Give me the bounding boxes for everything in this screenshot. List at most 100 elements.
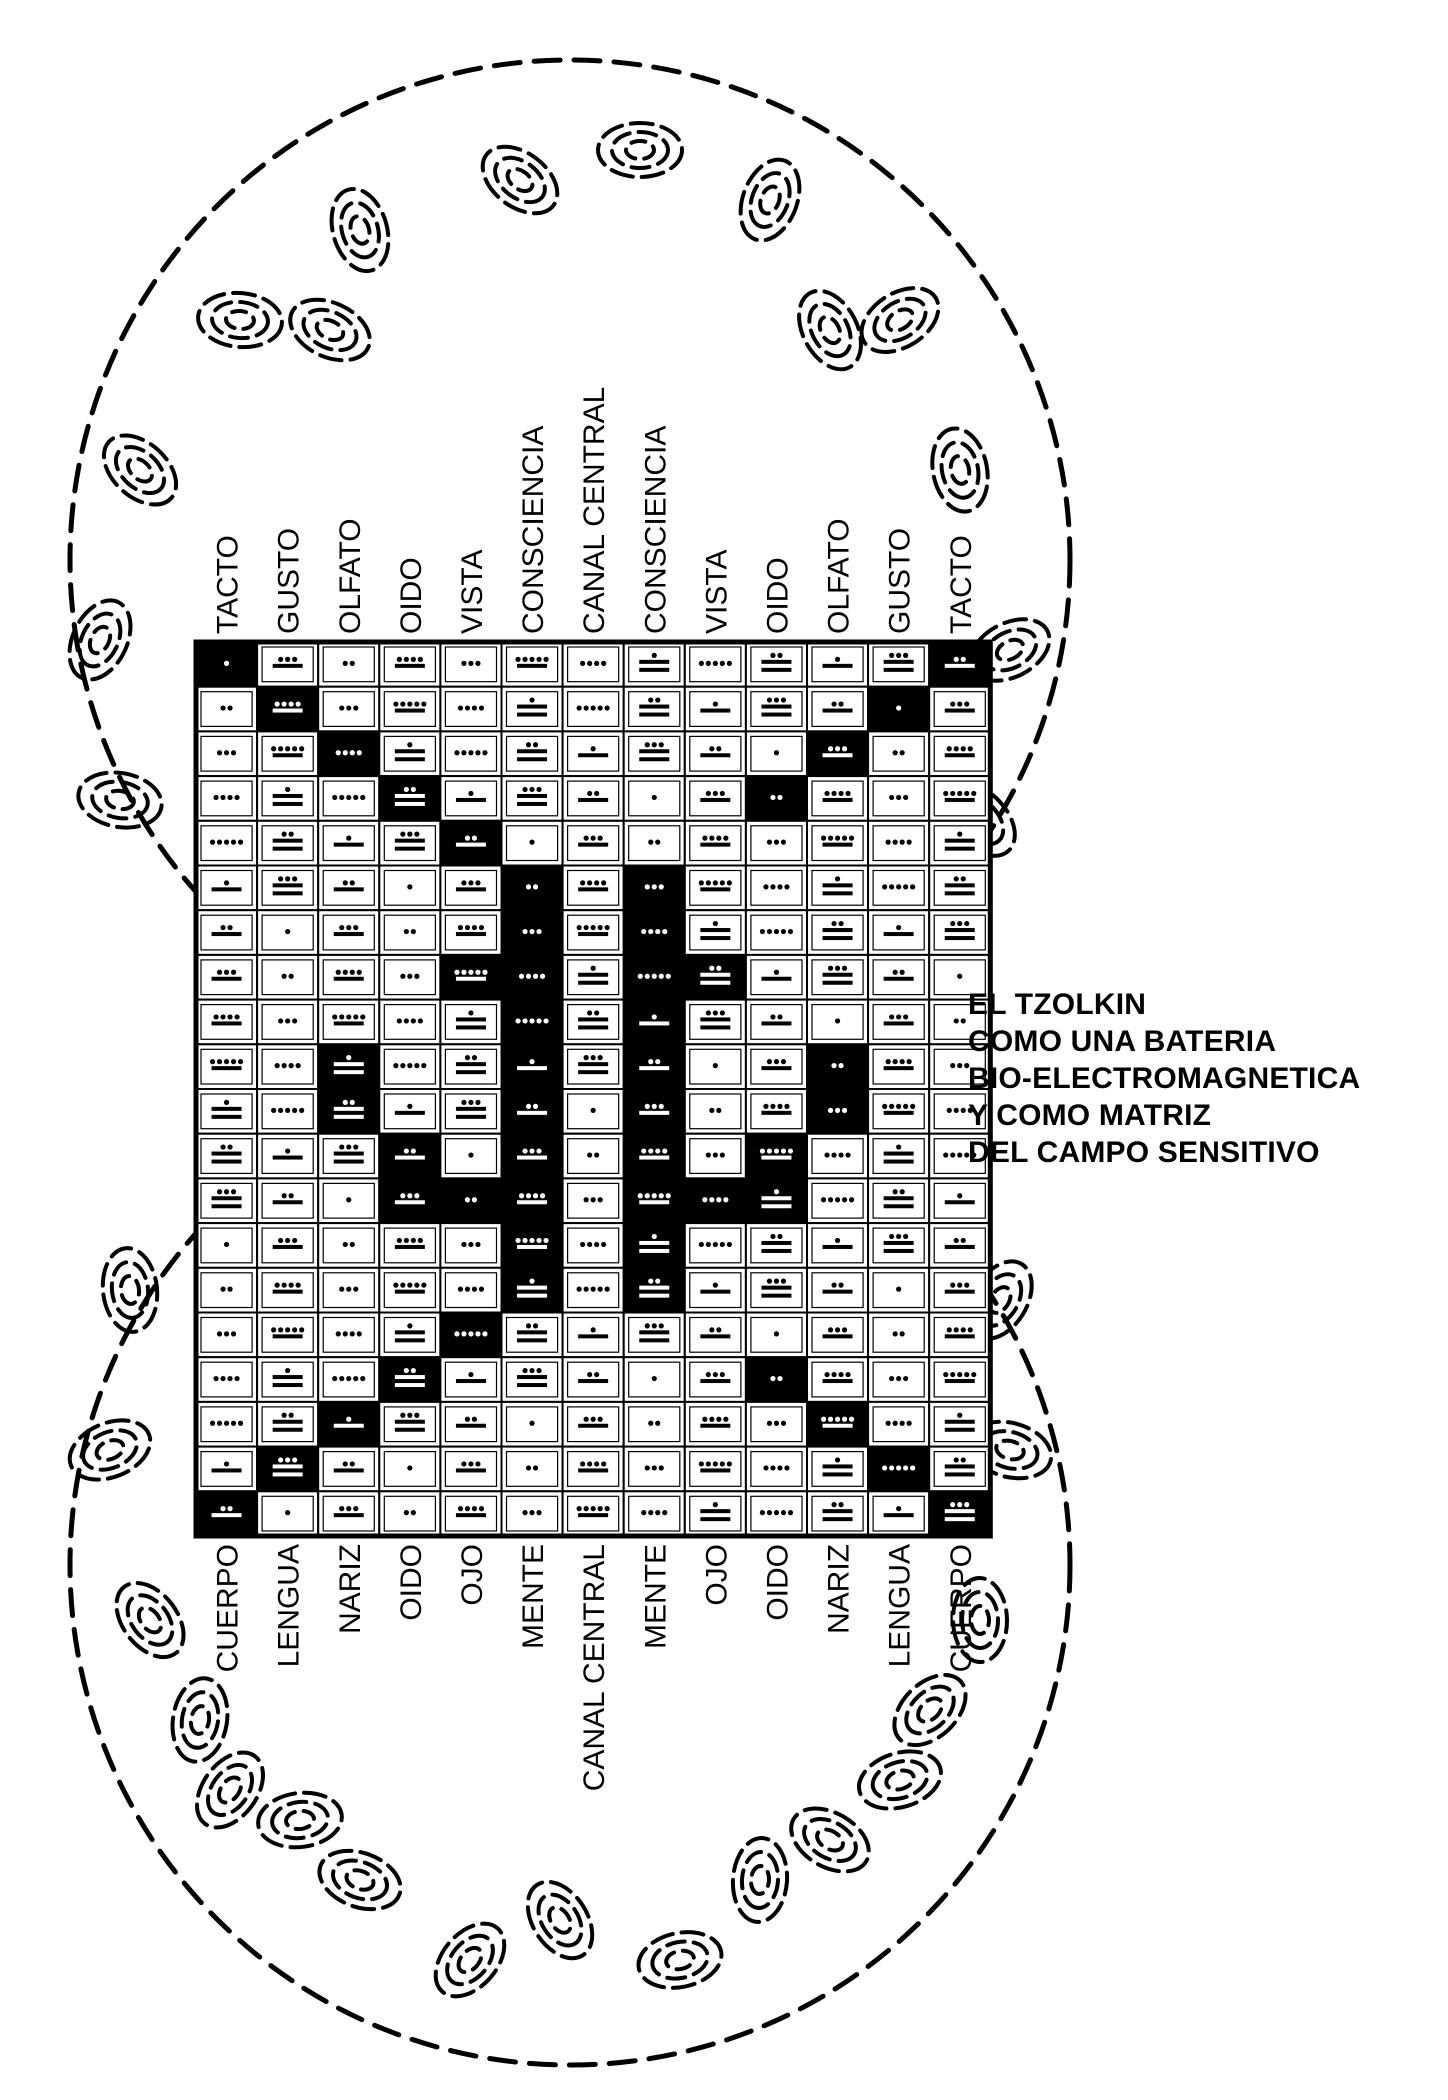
kin-cell [928,1490,992,1538]
top-label: CONSCIENCIA [517,426,550,634]
kin-cell [806,1490,870,1538]
kin-cell [256,1266,320,1314]
swirl-ornament [433,1921,507,1999]
kin-cell [378,1356,442,1403]
kin-cell [928,1132,992,1180]
kin-cell [439,1445,503,1493]
kin-cell [500,1222,564,1269]
top-label: OIDO [761,557,794,634]
kin-cell [683,730,747,778]
bottom-label: OIDO [761,1544,794,1621]
kin-cell [744,1088,809,1135]
kin-cell [500,1311,564,1359]
kin-cell [683,775,747,822]
kin-cell [439,1266,503,1314]
kin-cell [744,864,809,912]
kin-cell [378,864,442,912]
kin-cell [683,909,747,956]
kin-cell [256,819,320,867]
kin-cell [806,775,870,822]
kin-cell [317,1222,381,1269]
kin-cell [806,1088,870,1135]
kin-cell [500,953,564,1001]
kin-cell [378,1088,442,1135]
kin-cell [378,909,442,956]
kin-cell [317,1177,381,1225]
kin-cell [744,1400,809,1448]
swirl-ornament [101,433,179,507]
kin-cell [378,1400,442,1448]
kin-cell [806,1356,870,1403]
swirl-ornament [930,426,990,514]
top-label: CANAL CENTRAL [578,387,611,634]
kin-cell [744,685,809,733]
swirl-ornament [114,1580,186,1660]
swirl-ornament [317,1848,403,1912]
kin-cell [806,864,870,912]
kin-cell [500,1177,564,1225]
kin-cell [867,775,931,822]
kin-cell [317,998,381,1046]
kin-cell [195,1490,259,1538]
kin-cell [561,1400,625,1448]
swirl-ornament [329,186,391,274]
bottom-label: CANAL CENTRAL [578,1544,611,1791]
kin-cell [867,1177,931,1225]
kin-cell [867,1400,931,1448]
kin-cell [500,775,564,822]
kin-cell [195,1356,259,1403]
kin-cell [378,1490,442,1538]
kin-cell [317,1356,381,1403]
kin-cell [806,685,870,733]
kin-cell [928,1266,992,1314]
kin-cell [378,1311,442,1359]
kin-cell [195,1088,259,1135]
kin-cell [378,998,442,1046]
kin-cell [744,641,809,688]
kin-cell [317,1400,381,1448]
kin-cell [500,1043,564,1091]
kin-cell [195,775,259,822]
kin-cell [928,864,992,912]
kin-cell [867,998,931,1046]
kin-cell [378,819,442,867]
kin-cell [195,1222,259,1269]
kin-cell [500,641,564,688]
kin-cell [683,1356,747,1403]
kin-cell [195,1043,259,1091]
swirl-ornament [797,288,863,372]
top-label: GUSTO [273,528,306,634]
kin-cell [928,1445,992,1493]
kin-cell [561,1043,625,1091]
kin-cell [256,1356,320,1403]
swirl-ornament [195,1750,265,1830]
kin-cell [806,1222,870,1269]
top-label: VISTA [700,550,733,634]
kin-cell [683,1177,747,1225]
kin-cell [378,1445,442,1493]
kin-cell [439,641,503,688]
top-label: OIDO [395,557,428,634]
kin-cell [378,1132,442,1180]
kin-cell [195,864,259,912]
kin-cell [256,1222,320,1269]
kin-cell [683,685,747,733]
kin-cell [744,1445,809,1493]
kin-cell [561,953,625,1001]
kin-cell [806,1400,870,1448]
kin-cell [561,1445,625,1493]
kin-cell [806,998,870,1046]
kin-cell [806,1177,870,1225]
kin-cell [622,685,686,733]
kin-cell [867,909,931,956]
kin-cell [317,641,381,688]
bottom-label: NARIZ [334,1544,367,1634]
kin-cell [378,730,442,778]
kin-cell [317,1043,381,1091]
kin-cell [928,998,992,1046]
kin-cell [317,909,381,956]
kin-cell [622,1088,686,1135]
